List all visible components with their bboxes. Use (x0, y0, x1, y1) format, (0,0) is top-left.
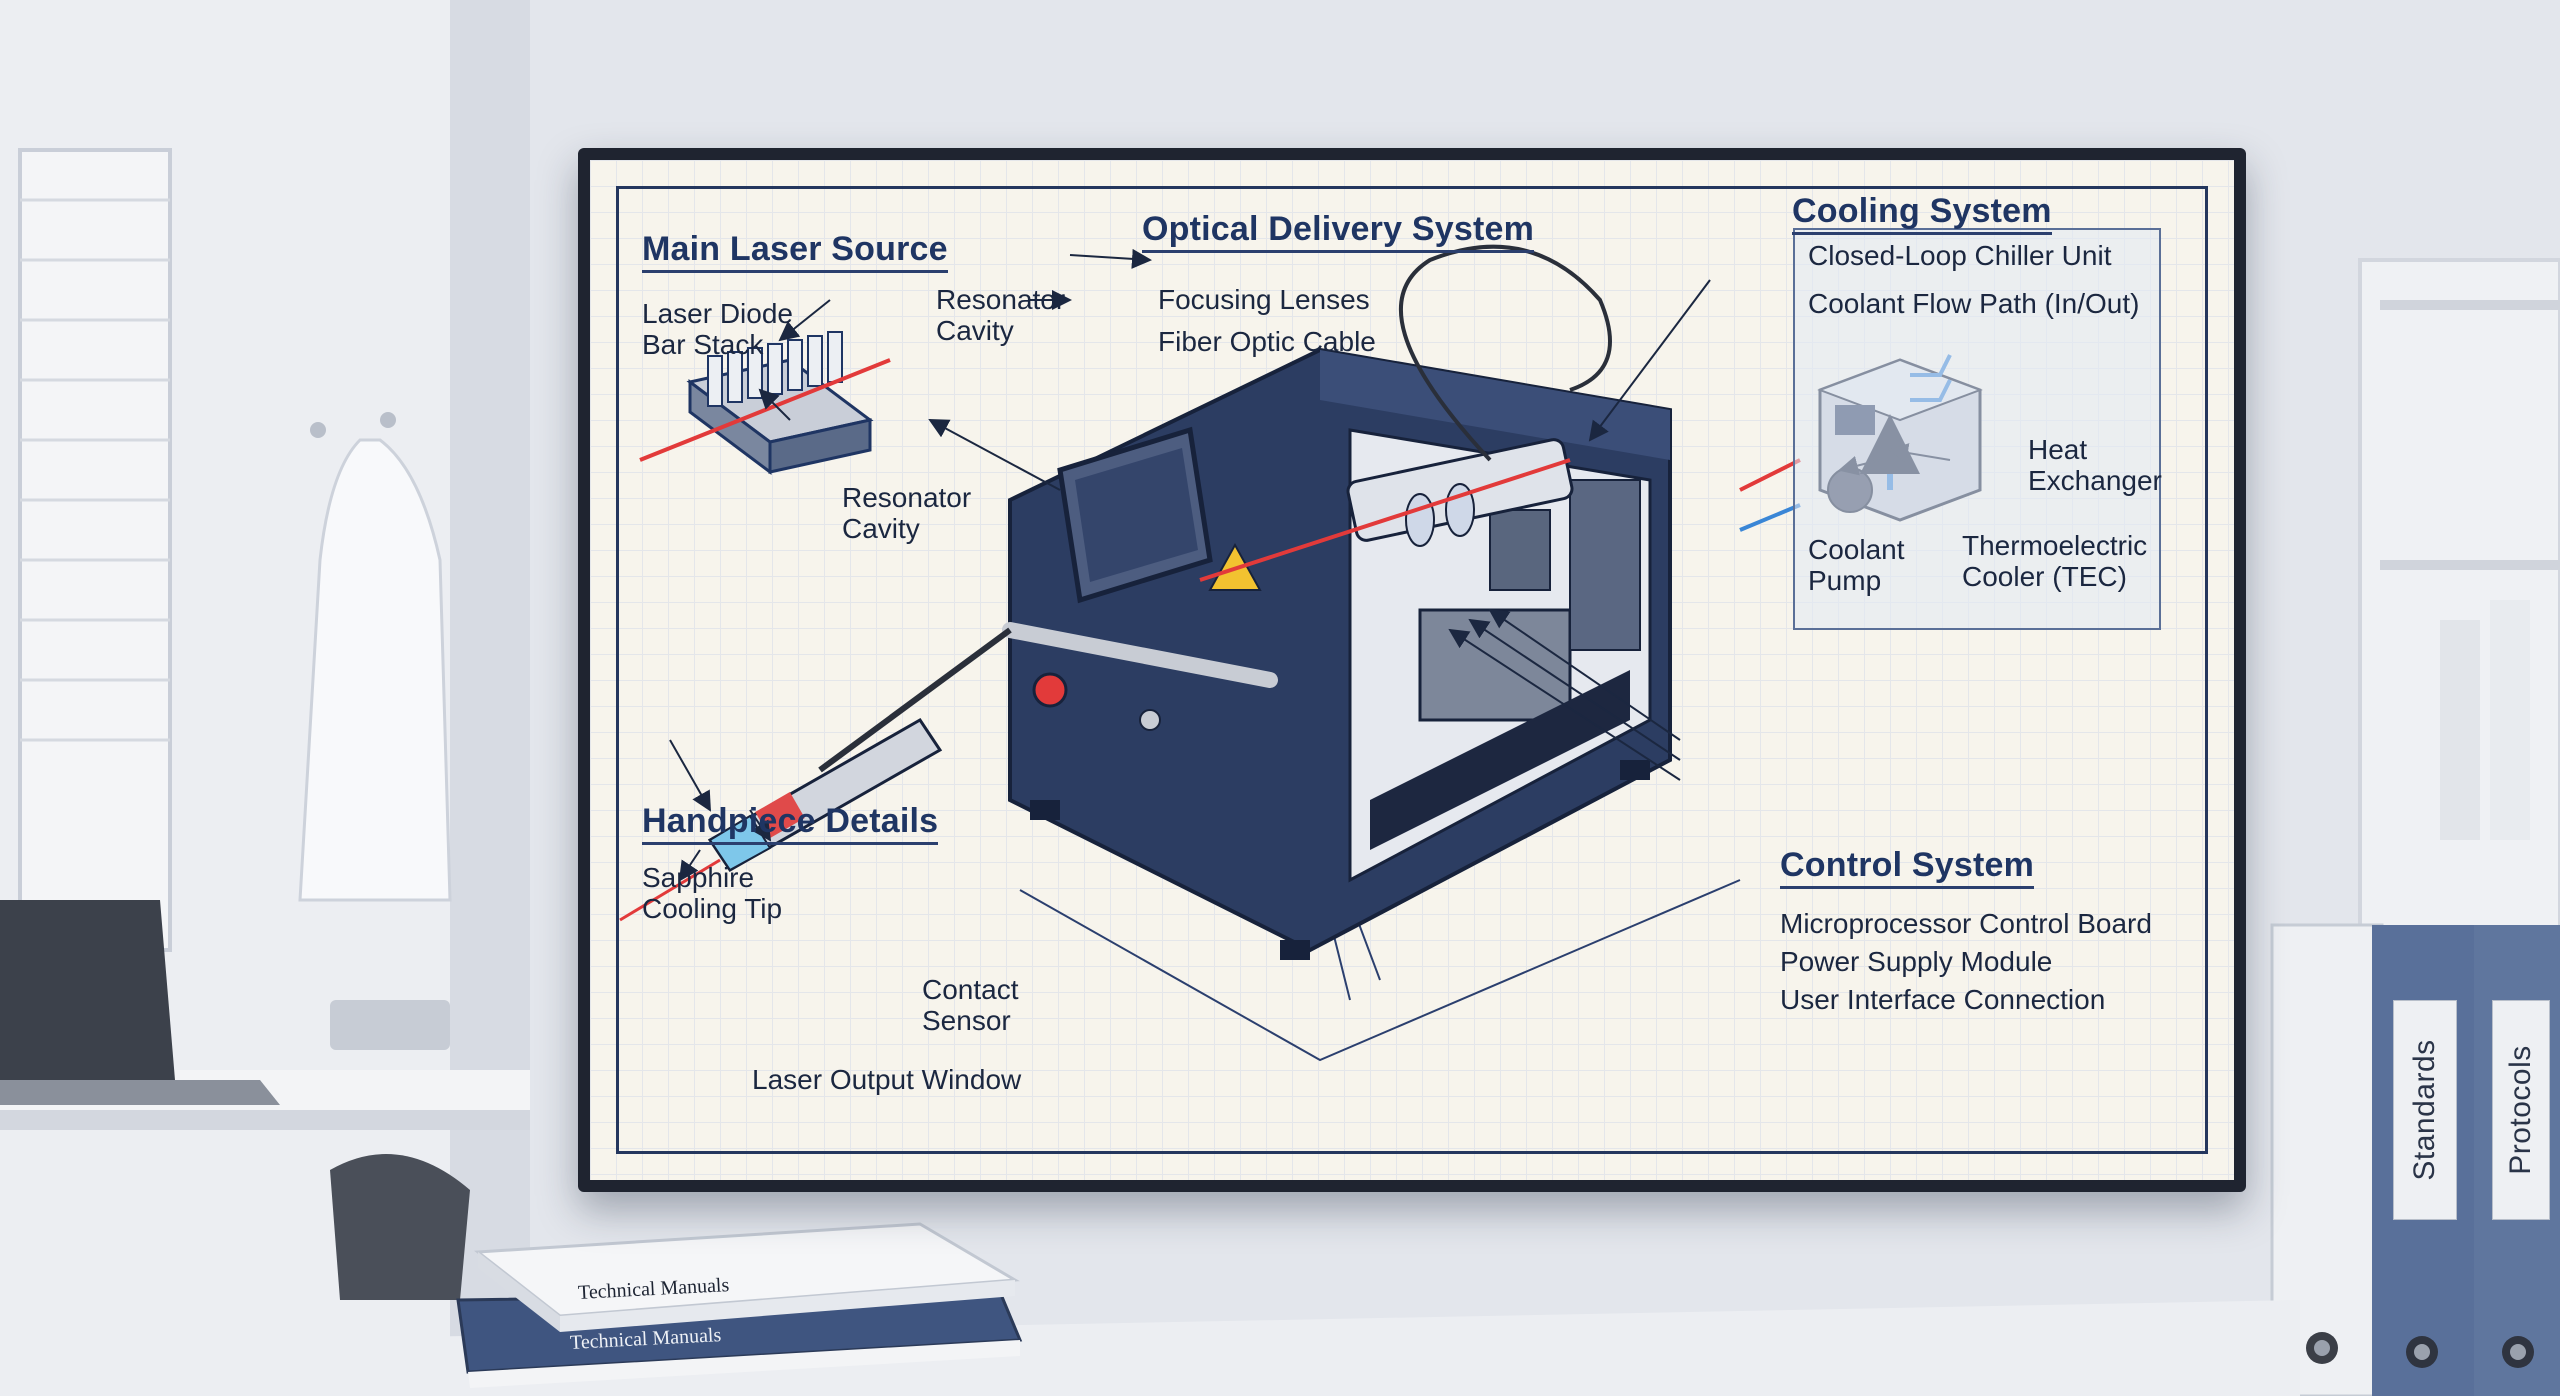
label-thermoelectric-cooler: Thermoelectric Cooler (TEC) (1962, 530, 2148, 592)
lab-coat (298, 438, 452, 902)
label-user-interface-connection: User Interface Connection (1780, 984, 2106, 1015)
heading-control-system: Control System (1780, 846, 2035, 889)
heading-cooling-system: Cooling System (1792, 192, 2052, 235)
label-resonator-cavity-top: Resonator Cavity (936, 284, 1066, 346)
heading-main-laser-source: Main Laser Source (642, 230, 948, 273)
label-sapphire-cooling-tip: Sapphire Cooling Tip (642, 862, 783, 924)
label-heat-exchanger: Heat Exchanger (2028, 434, 2162, 496)
laptop (0, 900, 175, 1080)
binder-label-standards: Standards (2393, 1000, 2457, 1220)
label-focusing-lenses: Focusing Lenses (1158, 284, 1370, 315)
wall-monitor: Main Laser Source Optical Delivery Syste… (578, 148, 2246, 1192)
laser-diode-stack (639, 331, 891, 475)
heading-optical-delivery: Optical Delivery System (1142, 210, 1535, 253)
laser-device-body (1002, 347, 1672, 960)
label-laser-output-window: Laser Output Window (752, 1064, 1022, 1095)
label-resonator-cavity-bottom: Resonator Cavity (842, 482, 972, 544)
label-closed-loop-chiller: Closed-Loop Chiller Unit (1808, 240, 2112, 271)
label-microprocessor-board: Microprocessor Control Board (1780, 908, 2152, 939)
cooling-system-panel (1793, 228, 2161, 630)
window-blinds (18, 148, 172, 952)
label-laser-diode-bar-stack: Laser Diode Bar Stack (642, 298, 793, 360)
binder-label-protocols: Protocols (2492, 1000, 2550, 1220)
label-coolant-flow-path: Coolant Flow Path (In/Out) (1808, 288, 2140, 319)
label-power-supply-module: Power Supply Module (1780, 946, 2053, 977)
label-contact-sensor: Contact Sensor (922, 974, 1019, 1036)
fiber-optic-cable (1398, 244, 1612, 462)
heading-handpiece-details: Handpiece Details (642, 802, 939, 845)
diagram-border (616, 186, 2208, 1154)
chair (330, 1154, 470, 1300)
label-fiber-optic-cable: Fiber Optic Cable (1158, 326, 1376, 357)
diagram-screen: Main Laser Source Optical Delivery Syste… (590, 160, 2234, 1180)
label-coolant-pump: Coolant Pump (1808, 534, 1905, 596)
